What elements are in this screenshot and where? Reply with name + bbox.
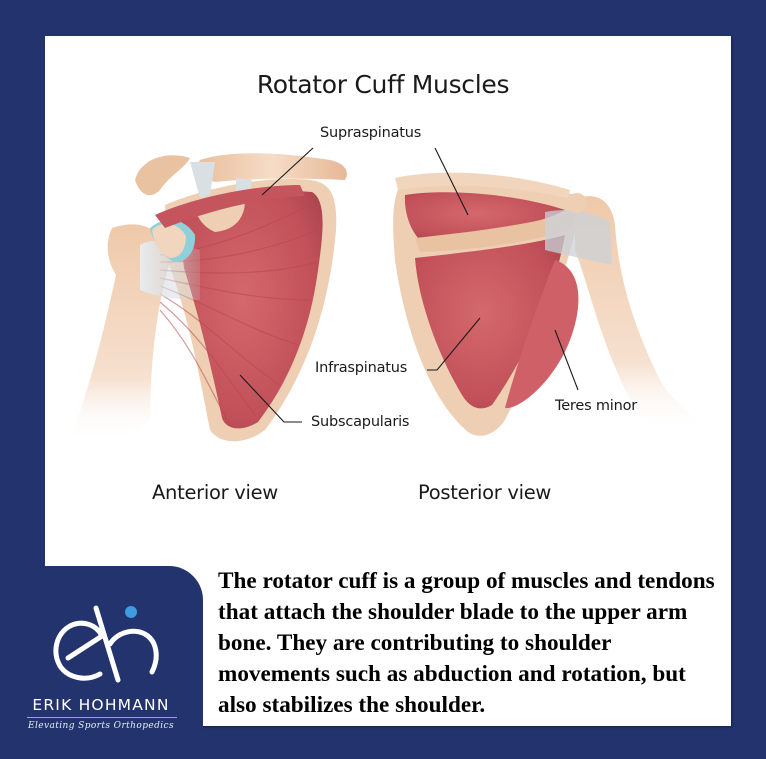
label-subscapularis: Subscapularis: [311, 414, 410, 430]
label-posterior-view: Posterior view: [418, 481, 552, 504]
posterior-view-figure: [393, 172, 705, 436]
figure-title: Rotator Cuff Muscles: [256, 70, 510, 99]
brand-tagline: Elevating Sports Orthopedics: [28, 721, 174, 731]
brand-divider: [27, 717, 177, 718]
label-anterior-view: Anterior view: [152, 481, 278, 504]
eh-monogram-icon: [53, 605, 159, 683]
anterior-view-figure: [70, 153, 347, 443]
description-text: The rotator cuff is a group of muscles a…: [218, 568, 715, 718]
rotator-cuff-illustration: [70, 147, 705, 443]
leader-lines: [239, 147, 579, 423]
label-infraspinatus: Infraspinatus: [315, 360, 408, 376]
logo-panel: [0, 566, 203, 759]
brand-name: ERIK HOHMANN: [32, 696, 170, 714]
label-teres-minor: Teres minor: [555, 398, 638, 414]
label-supraspinatus: Supraspinatus: [320, 125, 422, 141]
